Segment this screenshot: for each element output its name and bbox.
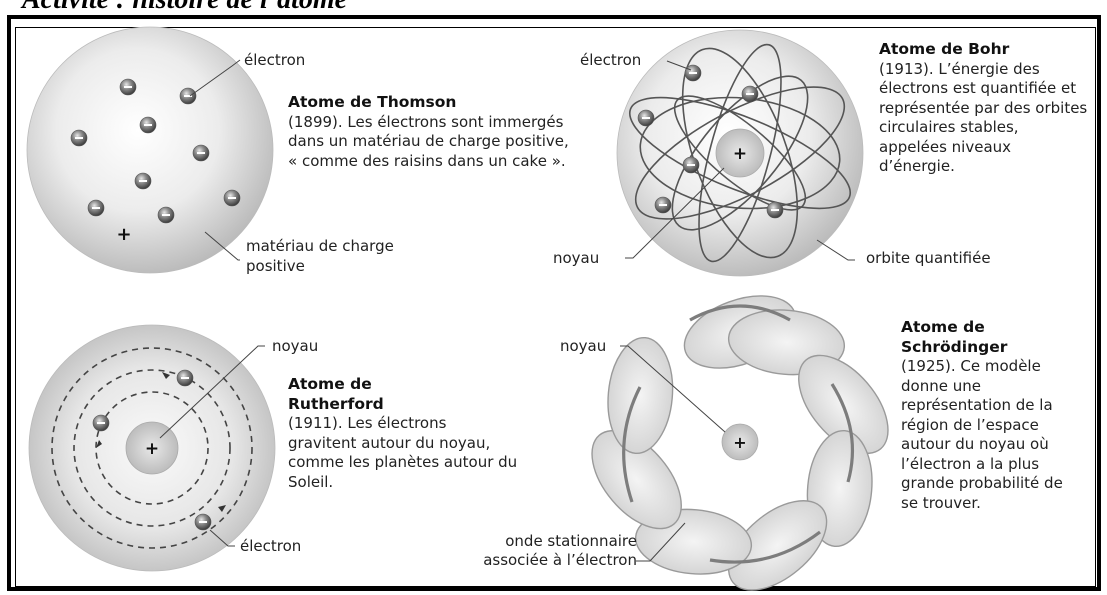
page-title: Activité : histoire de l’atome [22, 0, 347, 16]
electron-icon [87, 199, 105, 217]
label-standing-wave: onde stationnaire associée à l’électron [483, 532, 637, 569]
electron-icon [139, 116, 157, 134]
electron-icon [192, 144, 210, 162]
page-header: Activité : histoire de l’atome [0, 0, 1107, 20]
electron-icon [176, 369, 194, 387]
svg-text:+: + [145, 439, 159, 459]
bohr-text: (1913). L’énergie des électrons est quan… [879, 59, 1088, 176]
electron-icon [134, 172, 152, 190]
pointer-line [816, 239, 855, 261]
pointer-line [636, 522, 686, 562]
label-quantized-orbit: orbite quantifiée [866, 249, 991, 267]
rutherford-description: Atome de Rutherford (1911). Les électron… [288, 375, 518, 492]
thomson-description: Atome de Thomson (1899). Les électrons s… [288, 93, 578, 171]
pointer-line [620, 345, 726, 433]
thomson-title: Atome de Thomson [288, 93, 457, 111]
bohr-description: Atome de Bohr (1913). L’énergie des élec… [879, 40, 1089, 177]
thomson-sphere [26, 26, 274, 274]
label-nucleus: noyau [560, 337, 607, 355]
electron-icon [223, 189, 241, 207]
bohr-nucleus [715, 128, 765, 178]
pointer-line [159, 345, 265, 439]
rutherford-title: Atome de Rutherford [288, 375, 384, 413]
label-nucleus: noyau [553, 249, 600, 267]
electron-icon [70, 129, 88, 147]
outer-frame [7, 15, 1101, 591]
label-electron: électron [580, 51, 642, 69]
rutherford-atom: + [28, 324, 276, 572]
electron-icon [119, 78, 137, 96]
electron-icon [179, 87, 197, 105]
label-positive-material: matériau de charge positive [246, 237, 394, 275]
pointer-line [209, 529, 235, 547]
pointer-line [189, 59, 241, 97]
electron-icon [194, 513, 212, 531]
bohr-title: Atome de Bohr [879, 40, 1010, 58]
schrodinger-nucleus [721, 423, 759, 461]
rutherford-text: (1911). Les électrons gravitent autour d… [288, 414, 518, 491]
electron-icon [684, 64, 702, 82]
svg-text:+: + [733, 144, 747, 164]
schrodinger-description: Atome de Schrödinger (1925). Ce modèle d… [901, 318, 1081, 513]
electron-icon [766, 201, 784, 219]
pointer-line [204, 231, 240, 261]
schrodinger-title: Atome de Schrödinger [901, 318, 1008, 356]
electron-icon [682, 156, 700, 174]
electron-icon [637, 109, 655, 127]
label-electron: électron [244, 51, 306, 69]
bohr-atom: + [616, 29, 864, 277]
thomson-text: (1899). Les électrons sont immergés dans… [288, 112, 569, 170]
electron-icon [157, 206, 175, 224]
electron-icon [654, 196, 672, 214]
schrodinger-atom: + [591, 295, 889, 591]
pointer-line [625, 167, 725, 259]
label-electron: électron [240, 537, 302, 555]
positive-charge-icon: + [116, 224, 131, 245]
electron-icon [92, 414, 110, 432]
rutherford-nucleus [125, 421, 179, 475]
schrodinger-text: (1925). Ce modèle donne une représentati… [901, 357, 1063, 512]
label-nucleus: noyau [272, 337, 319, 355]
thomson-atom: + [26, 26, 274, 274]
inner-frame [15, 27, 1096, 587]
electron-icon [741, 85, 759, 103]
svg-text:+: + [733, 433, 746, 452]
